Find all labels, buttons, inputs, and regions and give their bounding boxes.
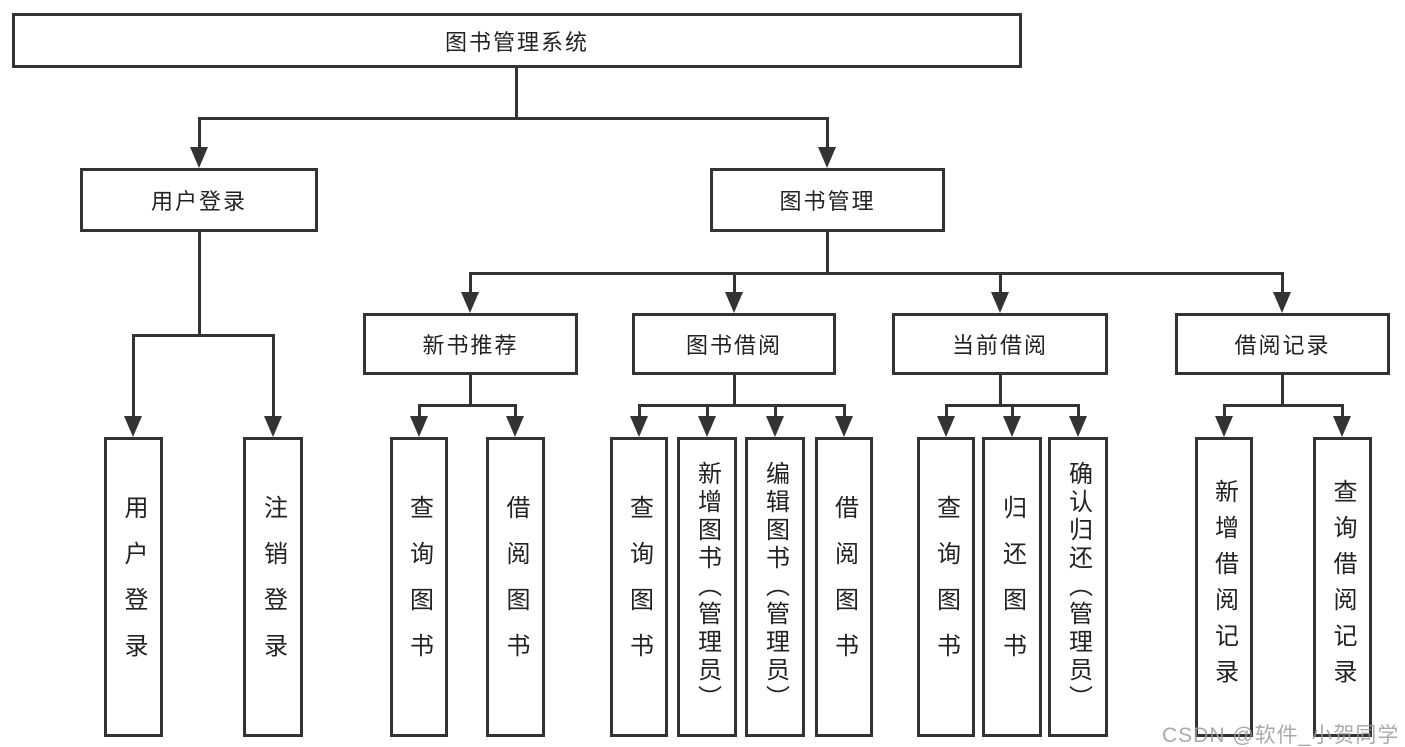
connector-line xyxy=(826,117,829,150)
arrowhead-down-icon xyxy=(725,292,743,313)
leaf-return-book: 归还图书 xyxy=(982,437,1042,737)
connector-line xyxy=(826,232,829,274)
connector-line xyxy=(1011,404,1014,420)
leaf-user-login: 用户登录 xyxy=(104,437,163,737)
arrowhead-down-icon xyxy=(190,147,208,168)
connector-line xyxy=(774,404,777,420)
connector-line xyxy=(706,404,709,420)
connector-line xyxy=(198,232,201,335)
leaf-borrow-books-recommend: 借阅图书 xyxy=(486,437,545,737)
connector-line xyxy=(418,404,516,407)
arrowhead-down-icon xyxy=(991,292,1009,313)
leaf-edit-book-admin: 编辑图书（管理员） xyxy=(745,437,805,737)
connector-line xyxy=(999,272,1002,294)
connector-line xyxy=(1077,404,1080,420)
csdn-watermark: CSDN @软件_小贺同学 xyxy=(1162,724,1400,747)
connector-line xyxy=(272,334,275,420)
arrowhead-down-icon xyxy=(264,416,282,437)
arrowhead-down-icon xyxy=(766,416,784,437)
arrowhead-down-icon xyxy=(410,416,428,437)
leaf-query-borrow-record: 查询借阅记录 xyxy=(1313,437,1372,737)
leaf-query-books-borrowing: 查询图书 xyxy=(610,437,668,737)
arrowhead-down-icon xyxy=(937,416,955,437)
connector-line xyxy=(515,68,518,118)
connector-line xyxy=(945,404,948,420)
node-current-borrowing: 当前借阅 xyxy=(892,313,1108,375)
leaf-add-book-admin: 新增图书（管理员） xyxy=(677,437,737,737)
arrowhead-down-icon xyxy=(1273,292,1291,313)
connector-line xyxy=(843,404,846,420)
arrowhead-down-icon xyxy=(506,416,524,437)
arrowhead-down-icon xyxy=(818,147,836,168)
connector-line xyxy=(999,375,1002,406)
connector-line xyxy=(638,404,845,407)
node-root-library-system: 图书管理系统 xyxy=(12,13,1022,68)
node-book-borrowing: 图书借阅 xyxy=(632,313,836,375)
arrowhead-down-icon xyxy=(1215,416,1233,437)
connector-line xyxy=(132,334,135,420)
connector-line xyxy=(198,117,201,150)
arrowhead-down-icon xyxy=(1333,416,1351,437)
arrowhead-down-icon xyxy=(630,416,648,437)
connector-line xyxy=(733,375,736,406)
leaf-borrow-books: 借阅图书 xyxy=(815,437,873,737)
arrowhead-down-icon xyxy=(1069,416,1087,437)
leaf-add-borrow-record: 新增借阅记录 xyxy=(1195,437,1253,737)
node-book-management: 图书管理 xyxy=(710,168,945,232)
connector-line xyxy=(418,404,421,420)
connector-line xyxy=(514,404,517,420)
leaf-logout: 注销登录 xyxy=(243,437,303,737)
arrowhead-down-icon xyxy=(698,416,716,437)
arrowhead-down-icon xyxy=(835,416,853,437)
connector-line xyxy=(1281,272,1284,294)
connector-line xyxy=(1223,404,1343,407)
leaf-query-books-current: 查询图书 xyxy=(917,437,975,737)
connector-line xyxy=(469,272,1283,275)
node-user-login: 用户登录 xyxy=(80,168,318,232)
node-borrow-records: 借阅记录 xyxy=(1175,313,1390,375)
arrowhead-down-icon xyxy=(461,292,479,313)
leaf-confirm-return-admin: 确认归还（管理员） xyxy=(1048,437,1108,737)
connector-line xyxy=(1281,375,1284,406)
connector-line xyxy=(198,117,829,120)
arrowhead-down-icon xyxy=(124,416,142,437)
connector-line xyxy=(733,272,736,294)
leaf-query-books-recommend: 查询图书 xyxy=(390,437,448,737)
connector-line xyxy=(469,375,472,406)
connector-line xyxy=(469,272,472,294)
connector-line xyxy=(1223,404,1226,420)
connector-line xyxy=(638,404,641,420)
connector-line xyxy=(1341,404,1344,420)
connector-line xyxy=(132,334,274,337)
arrowhead-down-icon xyxy=(1003,416,1021,437)
node-new-book-recommend: 新书推荐 xyxy=(363,313,578,375)
